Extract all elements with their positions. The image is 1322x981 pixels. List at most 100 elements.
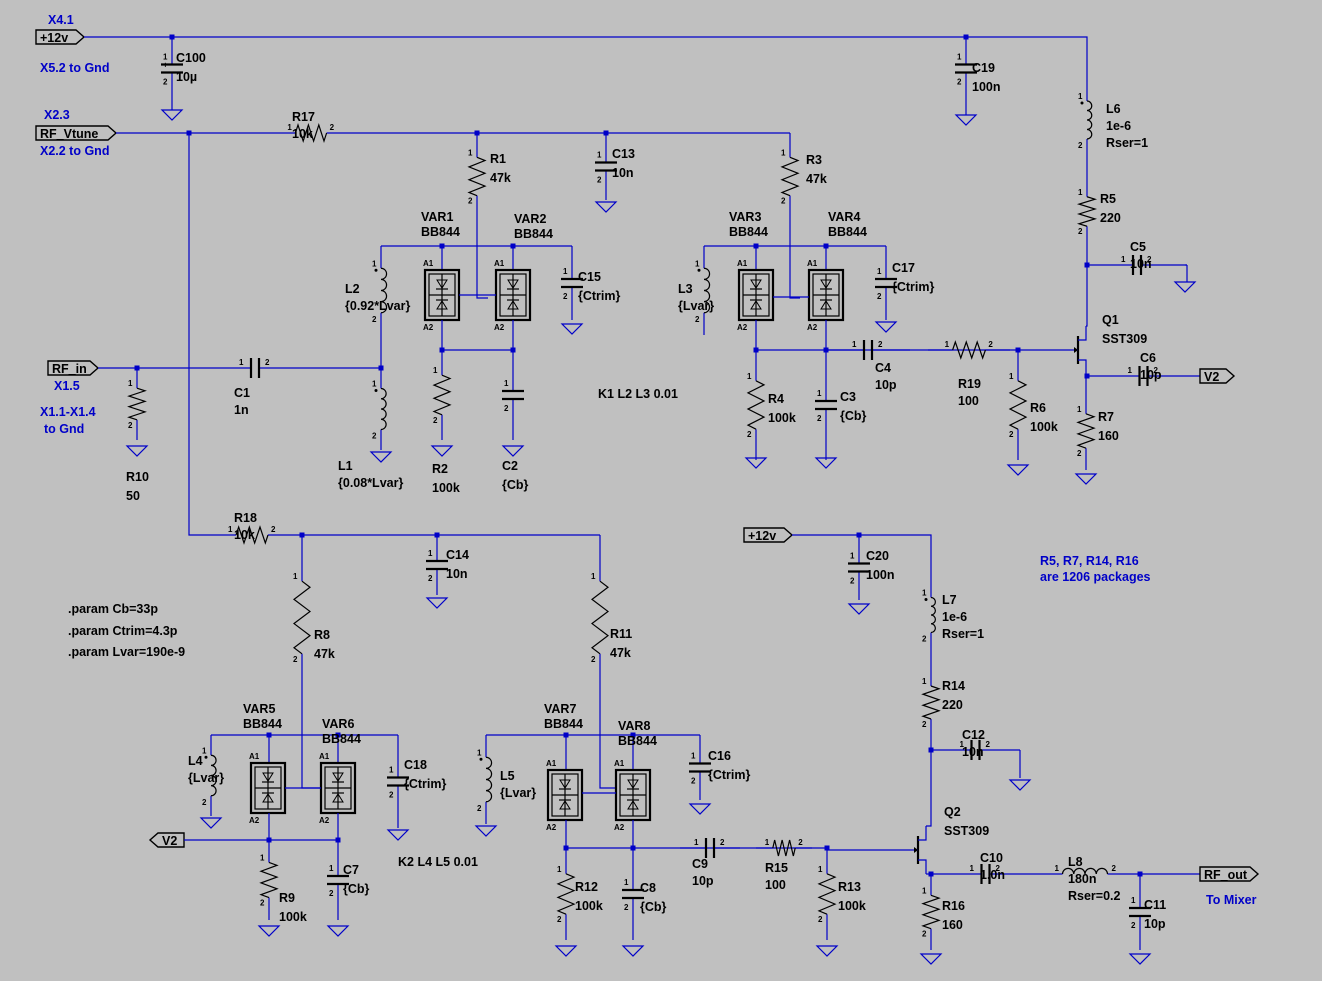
value-r2: 100k	[432, 481, 460, 495]
port-rf_vtune: RF_Vtune	[35, 125, 118, 141]
note-x11b: to Gnd	[44, 422, 84, 436]
ref-var4: VAR4	[828, 210, 860, 224]
value-r6: 100k	[1030, 420, 1058, 434]
value-var8: BB844	[618, 734, 657, 748]
value-r11: 47k	[610, 646, 631, 660]
ref-c3: C3	[840, 390, 856, 404]
value-var6: BB844	[322, 732, 361, 746]
ref-l5: L5	[500, 769, 515, 783]
port-label-v2_in: V2	[162, 834, 177, 848]
note-param-ctrim: .param Ctrim=4.3p	[68, 624, 178, 638]
pin-label: 2	[372, 315, 377, 324]
value-r3: 47k	[806, 172, 827, 186]
pin-label: 2	[922, 930, 927, 939]
value-var3: BB844	[729, 225, 768, 239]
ground-symbol	[474, 825, 498, 837]
ref-c6: C6	[1140, 351, 1156, 365]
pin-label: 2	[922, 635, 927, 644]
port-label-vcc_bot: +12v	[748, 529, 776, 543]
pin-label: 2	[1077, 449, 1082, 458]
pin-label: 1	[877, 267, 882, 276]
pin-label: 1	[239, 358, 244, 367]
pin-label: 1	[691, 752, 696, 761]
ref-c20: C20	[866, 549, 889, 563]
pin-label: 2	[428, 574, 433, 583]
note-k2: K2 L4 L5 0.01	[398, 855, 478, 869]
ref-r14: R14	[942, 679, 965, 693]
pin-label: 2	[504, 404, 509, 413]
note-to-mixer: To Mixer	[1206, 893, 1257, 907]
ref-l2: L2	[345, 282, 360, 296]
pin-label: 1	[260, 853, 265, 862]
port-label-rf_in: RF_in	[52, 362, 87, 376]
value-q1: SST309	[1102, 332, 1147, 346]
pin-label: 1	[504, 379, 509, 388]
ref-r15: R15	[765, 861, 788, 875]
ref-var1: VAR1	[421, 210, 453, 224]
value-c1: 1n	[234, 403, 249, 417]
pin-label: 1	[557, 865, 562, 874]
value-c13: 10n	[612, 166, 634, 180]
port-vcc_top: +12v	[35, 29, 86, 45]
port-label-rf_vtune: RF_Vtune	[40, 127, 98, 141]
pin-label: 1	[694, 838, 699, 847]
pin-label: A1	[807, 259, 818, 268]
ref-c5: C5	[1130, 240, 1146, 254]
ground-symbol	[430, 445, 454, 457]
port-vcc_bot: +12v	[743, 527, 794, 543]
pin-label: 2	[798, 838, 803, 847]
pin-label: 1	[922, 886, 927, 895]
pin-label: 1	[1078, 188, 1083, 197]
value-c17: {Ctrim}	[892, 280, 935, 294]
pin-label: 2	[1078, 141, 1083, 150]
ground-symbol	[1006, 464, 1030, 476]
ref-c1: C1	[234, 386, 250, 400]
pin-label: 2	[271, 525, 276, 534]
pin-label: 2	[996, 864, 1001, 873]
value-r10: 50	[126, 489, 140, 503]
pin-label: 2	[817, 414, 822, 423]
pin-label: 1	[563, 267, 568, 276]
ref-r3: R3	[806, 153, 822, 167]
pin-label: 1	[781, 148, 786, 157]
pin-label: 2	[957, 78, 962, 87]
note-pkg1: R5, R7, R14, R16	[1040, 554, 1139, 568]
value-l1: {0.08*Lvar}	[338, 476, 403, 490]
ground-symbol	[386, 829, 410, 841]
ref-c16: C16	[708, 749, 731, 763]
ground-symbol	[621, 945, 645, 957]
pin-label: 2	[563, 292, 568, 301]
pin-label: 1	[957, 53, 962, 62]
value-r16: 160	[942, 918, 963, 932]
pin-label: 2	[695, 315, 700, 324]
pin-label: A1	[546, 759, 557, 768]
ground-symbol	[688, 803, 712, 815]
pin-label: 1	[389, 766, 394, 775]
pin-label: 2	[1009, 430, 1014, 439]
ref-r10: R10	[126, 470, 149, 484]
pin-label: 2	[624, 903, 629, 912]
pin-label: 1	[202, 746, 207, 755]
ref-l1: L1	[338, 459, 353, 473]
pin-label: 2	[1078, 227, 1083, 236]
ref-c9: C9	[692, 857, 708, 871]
pin-label: 2	[329, 889, 334, 898]
